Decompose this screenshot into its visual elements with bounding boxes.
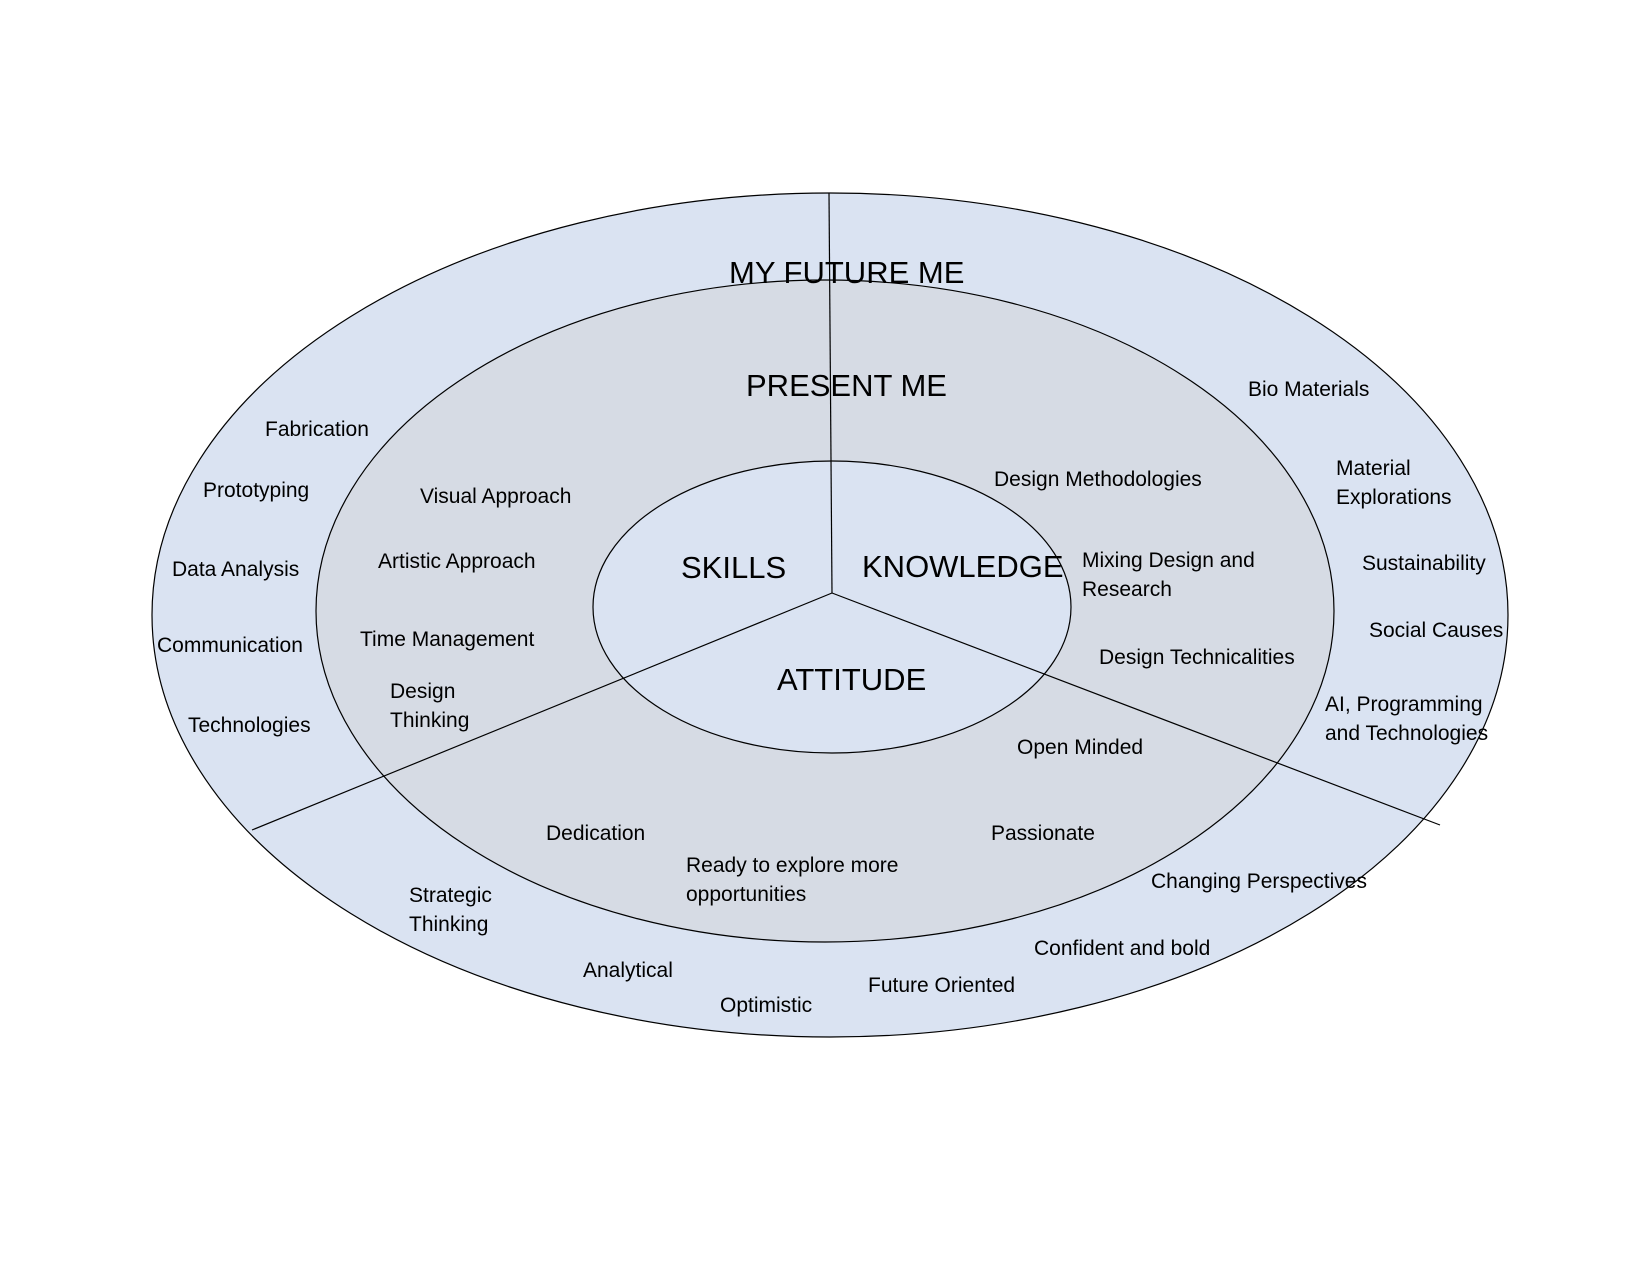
future-attitude-item: Future Oriented xyxy=(868,974,1015,997)
future-skill-item: Prototyping xyxy=(203,479,309,502)
present-skill-item: Visual Approach xyxy=(420,485,571,508)
attitude-heading: ATTITUDE xyxy=(777,662,926,697)
future-knowledge-item: Sustainability xyxy=(1362,552,1486,575)
divider-right xyxy=(831,592,1441,826)
present-skill-item: Design Thinking xyxy=(390,680,469,732)
future-attitude-item: Strategic Thinking xyxy=(409,884,498,936)
present-skill-line: Thinking xyxy=(390,709,469,732)
present-skill-item: Time Management xyxy=(360,628,534,651)
future-attitude-item: Analytical xyxy=(583,959,673,982)
present-attitude-item: Ready to explore more opportunities xyxy=(686,854,904,906)
future-skill-item: Fabrication xyxy=(265,418,369,441)
present-knowledge-line: Research xyxy=(1082,578,1172,601)
future-attitude-item: Optimistic xyxy=(720,994,812,1017)
future-knowledge-item: Bio Materials xyxy=(1248,378,1369,401)
future-attitude-line: Thinking xyxy=(409,913,488,936)
future-knowledge-line: and Technologies xyxy=(1325,722,1488,745)
present-knowledge-line: Mixing Design and xyxy=(1082,549,1255,572)
inner-circle xyxy=(592,460,1072,754)
present-knowledge-item: Design Methodologies xyxy=(994,468,1202,491)
divider-left xyxy=(251,592,833,831)
future-knowledge-line: Explorations xyxy=(1336,486,1452,509)
present-attitude-item: Open Minded xyxy=(1017,736,1143,759)
future-me-heading: MY FUTURE ME xyxy=(729,255,964,290)
present-attitude-line: opportunities xyxy=(686,883,806,906)
future-skill-item: Communication xyxy=(157,634,303,657)
future-knowledge-line: AI, Programming xyxy=(1325,693,1483,716)
future-attitude-item: Changing Perspectives xyxy=(1151,870,1367,893)
divider-vertical xyxy=(828,192,833,594)
present-skill-line: Design xyxy=(390,680,455,703)
future-attitude-line: Strategic xyxy=(409,884,492,907)
future-skill-item: Data Analysis xyxy=(172,558,299,581)
present-knowledge-item: Mixing Design and Research xyxy=(1082,549,1261,601)
future-attitude-item: Confident and bold xyxy=(1034,937,1210,960)
future-skill-item: Technologies xyxy=(188,714,311,737)
future-knowledge-item: Social Causes xyxy=(1369,619,1503,642)
future-knowledge-item: AI, Programming and Technologies xyxy=(1325,693,1488,745)
present-knowledge-item: Design Technicalities xyxy=(1099,646,1295,669)
skills-heading: SKILLS xyxy=(681,550,786,585)
present-skill-item: Artistic Approach xyxy=(378,550,536,573)
present-me-heading: PRESENT ME xyxy=(746,368,947,403)
knowledge-heading: KNOWLEDGE xyxy=(862,549,1064,584)
present-attitude-item: Dedication xyxy=(546,822,645,845)
future-knowledge-line: Material xyxy=(1336,457,1411,480)
present-attitude-item: Passionate xyxy=(991,822,1095,845)
future-knowledge-item: Material Explorations xyxy=(1336,457,1452,509)
present-attitude-line: Ready to explore more xyxy=(686,854,898,877)
